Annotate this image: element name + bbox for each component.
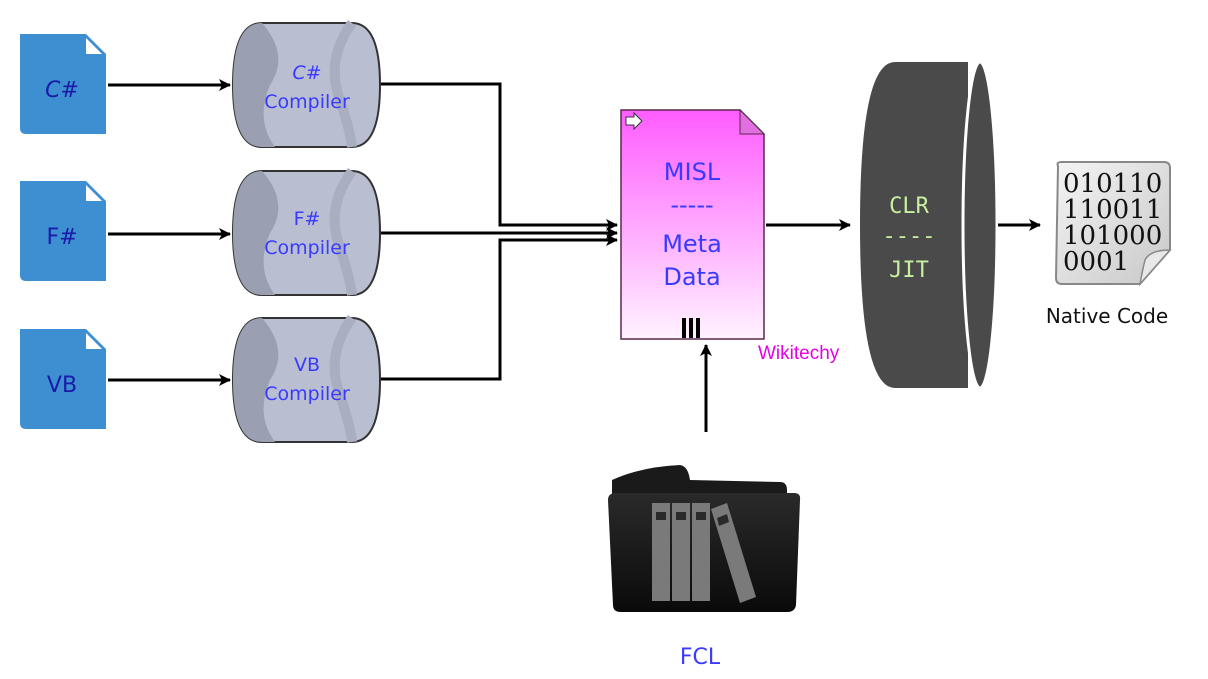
native-code-icon: 010110 110011 101000 0001 [1054, 161, 1172, 287]
file-corner [86, 185, 102, 201]
connector-vb-to-misl [381, 234, 618, 381]
binary-line: 110011 [1063, 195, 1162, 225]
clr-line3: JIT [889, 258, 929, 283]
binary-line: 0001 [1063, 247, 1129, 277]
binary-line: 101000 [1063, 221, 1162, 251]
native-code-label: Native Code [1046, 304, 1168, 328]
cylinder-shade [233, 23, 279, 147]
compiler-label-line2: Compiler [264, 383, 350, 405]
misl-line4: Data [663, 263, 720, 291]
cylinder-highlight [329, 168, 357, 296]
fcl-label: FCL [680, 645, 721, 670]
file-icon [20, 181, 106, 281]
file-icon [20, 329, 106, 429]
watermark: Wikitechy [758, 343, 840, 364]
barcode-icon [682, 318, 700, 338]
cylinder-shade [233, 171, 279, 295]
clr-jit-drum: CLR ---- JIT [860, 60, 999, 390]
binary-line: 010110 [1063, 169, 1162, 199]
cylinder-highlight [329, 20, 357, 148]
connector-csharp-to-misl [381, 82, 618, 231]
compiler-label-line1: F# [294, 208, 321, 230]
source-label: VB [47, 373, 77, 398]
misl-metadata-document: MISL ----- Meta Data [620, 108, 766, 340]
cylinder-shade [233, 318, 279, 442]
misl-line2: ----- [670, 191, 713, 219]
file-corner [86, 333, 102, 349]
document-body [620, 109, 765, 340]
compiler-vb: VB Compiler [231, 315, 382, 443]
source-file-vb: VB [20, 329, 106, 429]
compiler-label-line2: Compiler [264, 237, 350, 259]
misl-line1: MISL [664, 158, 721, 186]
arrow-right-icon [625, 111, 643, 131]
source-label: F# [46, 225, 77, 250]
compiler-label-line1: C# [292, 62, 321, 84]
clr-line1: CLR [889, 194, 929, 219]
misl-line3: Meta [662, 230, 722, 258]
compiler-fsharp: F# Compiler [231, 168, 382, 296]
source-file-fsharp: F# [20, 181, 106, 281]
compiler-label-line2: Compiler [264, 91, 350, 113]
drum-face [961, 60, 999, 390]
cylinder-highlight [329, 315, 357, 443]
fcl-folder-icon [608, 465, 801, 612]
file-icon [20, 34, 106, 134]
books-icon [652, 503, 756, 603]
paper-curl [1138, 249, 1172, 287]
clr-line2: ---- [883, 224, 936, 249]
document-corner [739, 108, 766, 135]
source-file-csharp: C# [20, 34, 106, 134]
drum-body [860, 62, 968, 388]
compiler-csharp: C# Compiler [231, 20, 382, 148]
file-corner [86, 38, 102, 54]
source-label: C# [45, 78, 79, 103]
paper-sheet [1054, 161, 1171, 285]
compiler-label-line1: VB [294, 354, 320, 376]
